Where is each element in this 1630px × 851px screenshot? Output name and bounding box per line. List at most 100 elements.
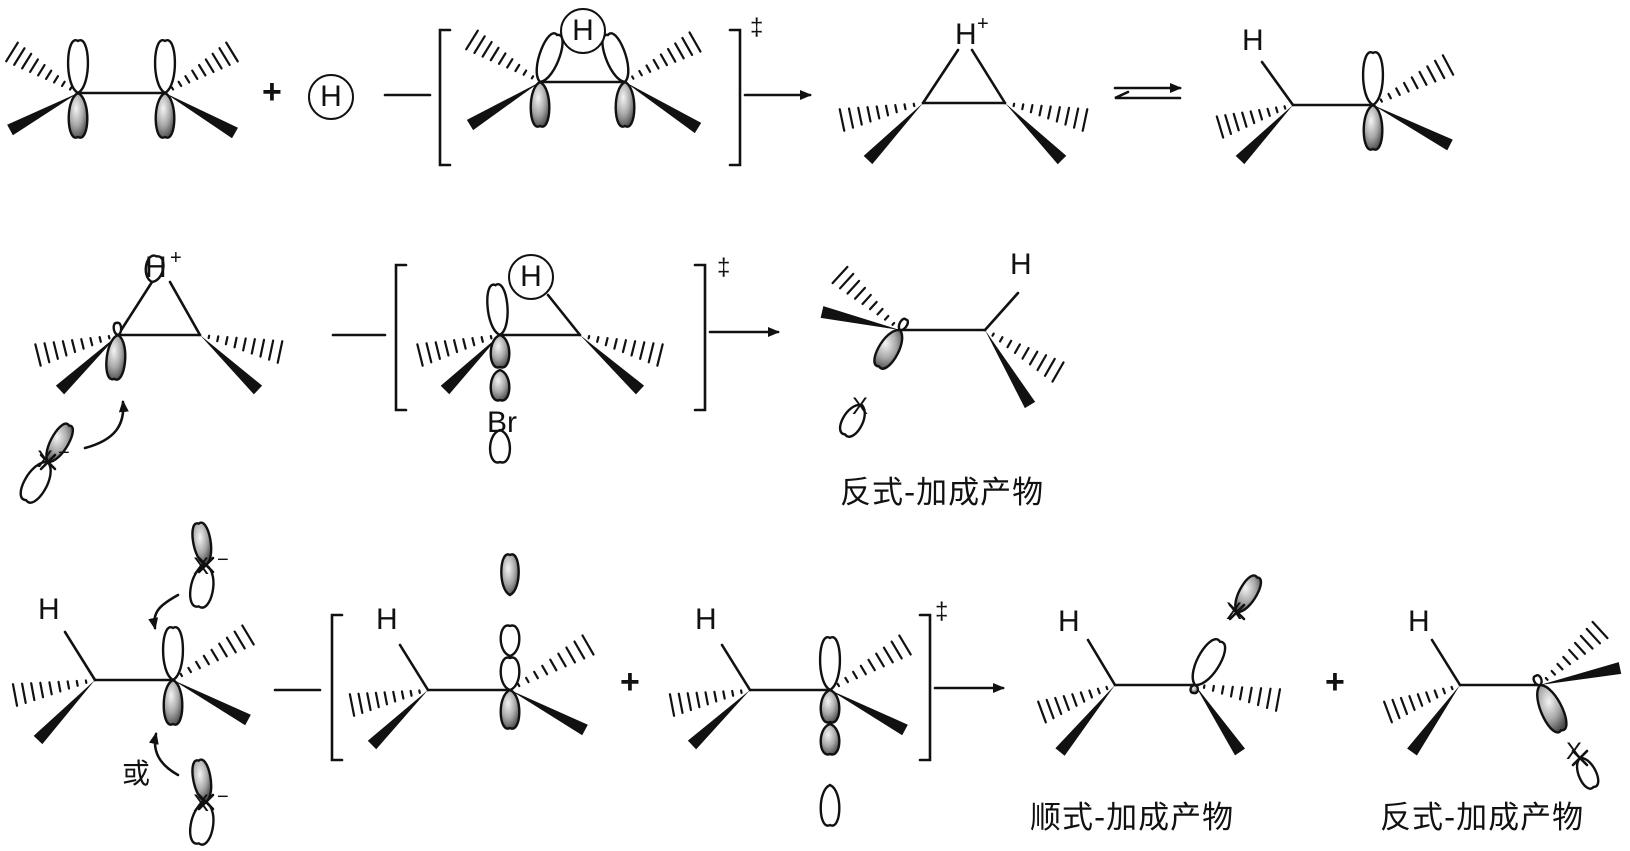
hash-stroke	[587, 334, 591, 340]
left-wedge-bond-alkene	[7, 93, 79, 136]
plus-superscript-1: +	[977, 13, 989, 35]
double-dagger-2: ‡	[717, 254, 731, 281]
hash-stroke	[1006, 339, 1013, 349]
hash-stroke	[30, 682, 36, 702]
proton-circle-reagent: H	[308, 74, 354, 120]
anti1-ch-bond	[983, 291, 1020, 332]
hash-stroke	[202, 654, 210, 666]
x-label-nucleophile-bottom: X	[193, 790, 210, 817]
hash-stroke	[1256, 687, 1263, 707]
bracket-open-ts3	[330, 613, 344, 762]
ts2-bottom-lobe-2	[489, 368, 511, 402]
hash-stroke	[21, 52, 33, 70]
ts2-bottom-lobe-1	[489, 333, 511, 369]
hash-stroke	[912, 102, 916, 108]
proton-label: H	[320, 80, 342, 113]
hash-stroke	[991, 332, 995, 337]
hash-stroke	[674, 42, 685, 60]
hash-stroke	[191, 69, 199, 81]
hash-stroke	[549, 658, 558, 672]
hash-stroke	[20, 682, 27, 705]
h-label-row3-reactant: H	[38, 593, 60, 626]
syn-product-x-lobe	[1234, 574, 1263, 614]
bridge-bond-right	[970, 48, 1007, 105]
syn-product-ch-bond	[1086, 638, 1117, 687]
hash-stroke	[1013, 343, 1021, 355]
anti2-ch-bond	[1430, 638, 1462, 687]
ts3b-bottom-lobe-1	[819, 688, 841, 724]
hash-stroke	[1211, 684, 1215, 692]
hash-stroke	[1383, 700, 1393, 724]
bracket-close-ts3	[918, 613, 932, 762]
hash-stroke	[480, 335, 484, 343]
hash-stroke	[267, 339, 275, 361]
bridged2-left-hash	[34, 334, 111, 367]
hash-stroke	[1045, 698, 1055, 720]
hash-stroke	[1418, 70, 1428, 86]
hash-stroke	[473, 35, 486, 55]
syn-product-bond-lobe	[1191, 638, 1227, 687]
anti1-left-hash	[831, 265, 896, 326]
hash-stroke	[1062, 695, 1070, 711]
hash-stroke	[882, 646, 894, 664]
hash-stroke	[1071, 693, 1078, 707]
hash-stroke	[852, 670, 858, 680]
anti2-right-hash	[1544, 620, 1609, 681]
anti1-left-wedge	[820, 306, 900, 330]
hash-stroke	[1224, 114, 1233, 136]
bridged-left-wedge	[863, 103, 923, 165]
ts3b-bottom-lobe-2	[819, 722, 841, 756]
hash-stroke	[1247, 686, 1253, 704]
bridge-bond-left	[921, 48, 960, 105]
plus-sign-2: +	[620, 663, 640, 701]
proton-label: H	[520, 260, 542, 293]
ts3a-top-lobe-2	[499, 624, 521, 658]
double-dagger-3: ‡	[935, 598, 949, 625]
ts1-right-top-lobe	[601, 32, 630, 84]
hash-stroke	[197, 63, 207, 77]
hash-stroke	[233, 630, 246, 650]
ts2-top-lobe	[486, 283, 509, 337]
hash-stroke	[1416, 693, 1424, 707]
hash-stroke	[1064, 106, 1071, 126]
proton-circle-ts2: H	[508, 254, 554, 300]
bridged-right-wedge	[1005, 103, 1067, 165]
x-label-nucleophile-1: X	[37, 446, 54, 473]
h-plus-label-2: H	[145, 251, 167, 284]
hash-stroke	[357, 692, 364, 715]
attack-arrow-top	[148, 593, 180, 630]
hash-stroke	[859, 664, 867, 676]
hash-stroke	[1051, 361, 1065, 383]
hash-stroke	[1283, 105, 1287, 110]
hash-stroke	[57, 680, 62, 693]
alkene-left-p-bottom-lobe	[67, 91, 89, 139]
hash-stroke	[1426, 65, 1437, 83]
hash-stroke	[853, 286, 867, 300]
hash-stroke	[1054, 696, 1063, 716]
hash-stroke	[613, 338, 618, 350]
hash-stroke	[638, 69, 643, 77]
proton-label: H	[572, 14, 594, 47]
attack-arrow-bottom	[148, 732, 180, 777]
hash-stroke	[875, 652, 885, 668]
hash-stroke	[184, 75, 191, 84]
hash-stroke	[506, 58, 514, 69]
hash-stroke	[1556, 662, 1564, 671]
nucleophile-bottom-open-lobe	[189, 800, 215, 846]
hash-stroke	[867, 658, 876, 672]
bridged-right-hash	[1012, 102, 1089, 132]
hash-stroke	[489, 334, 493, 340]
hash-stroke	[1037, 700, 1047, 724]
hash-stroke	[677, 692, 684, 715]
hash-stroke	[530, 75, 535, 80]
hash-stroke	[1029, 103, 1034, 114]
syn-reactant-p-top-lobe	[161, 626, 185, 682]
cation-p-top-lobe	[1361, 51, 1385, 107]
hash-stroke	[1047, 105, 1052, 120]
hash-stroke	[557, 652, 567, 668]
hash-stroke	[225, 41, 239, 63]
hash-stroke	[1579, 634, 1594, 650]
hash-stroke	[443, 340, 450, 357]
hash-stroke	[400, 690, 405, 700]
hash-stroke	[596, 335, 600, 343]
